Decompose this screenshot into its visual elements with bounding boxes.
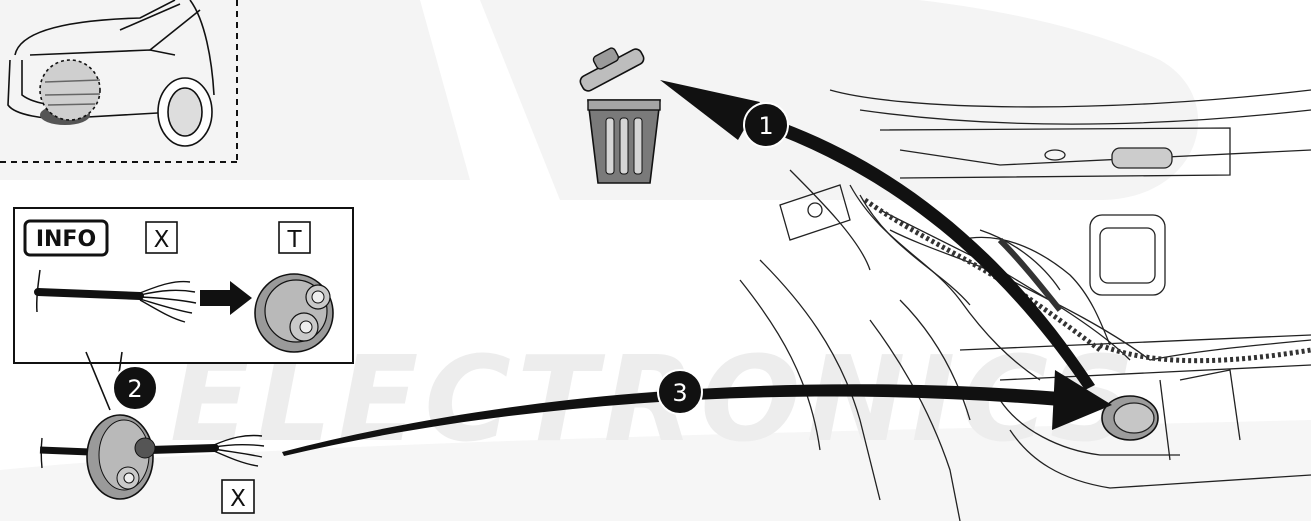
label-x-box: X: [146, 222, 177, 253]
step-badge-2: 2: [113, 366, 157, 410]
grommet-icon: [255, 274, 333, 352]
bottom-label-text: X: [230, 486, 246, 512]
label-t-box: T: [279, 222, 310, 253]
label-t-text: T: [286, 227, 302, 253]
info-panel: INFO X T: [14, 208, 353, 363]
step-number-3: 3: [672, 379, 687, 407]
step-badge-1: 1: [744, 103, 788, 147]
step-badge-3: 3: [658, 370, 702, 414]
step-number-1: 1: [758, 112, 773, 140]
label-x-text: X: [154, 227, 170, 253]
bottom-label-box: X: [222, 480, 254, 513]
info-badge-text: INFO: [36, 227, 96, 252]
info-badge: INFO: [25, 221, 107, 255]
step-number-2: 2: [127, 375, 142, 403]
